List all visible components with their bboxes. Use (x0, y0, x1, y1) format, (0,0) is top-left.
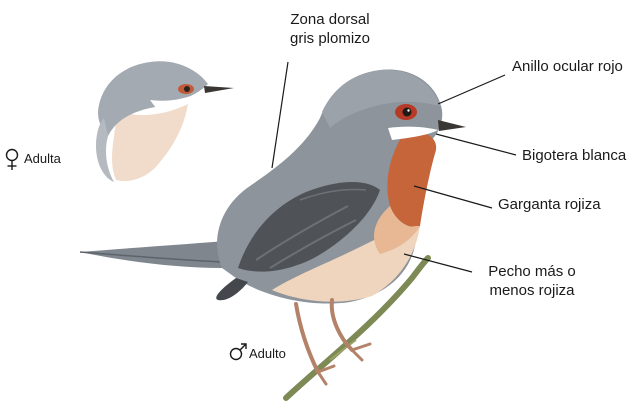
label-moustache: Bigotera blanca (522, 146, 626, 165)
female-symbol-icon (7, 150, 18, 171)
label-breast: Pecho más o menos rojiza (477, 262, 587, 300)
label-male: Adulto (249, 344, 286, 363)
leader-line-breast (404, 254, 472, 272)
leader-line-throat (414, 186, 492, 208)
label-moustache-text: Bigotera blanca (522, 147, 626, 164)
label-female-text: Adulta (24, 151, 61, 166)
label-throat-text: Garganta rojiza (498, 196, 601, 213)
male-symbol-icon (231, 344, 247, 360)
label-eye-ring-text: Anillo ocular rojo (512, 58, 623, 75)
leader-line-dorsal (272, 62, 288, 168)
label-dorsal-line-1: Zona dorsal (284, 10, 376, 29)
label-female: Adulta (24, 149, 61, 168)
female-bird-illustration (96, 61, 234, 182)
label-dorsal: Zona dorsal gris plomizo (284, 10, 376, 48)
label-male-text: Adulto (249, 346, 286, 361)
label-breast-line-1: Pecho más o (477, 262, 587, 281)
leader-line-eye-ring (438, 75, 505, 104)
label-breast-line-2: menos rojiza (477, 281, 587, 300)
leader-line-moustache (436, 134, 516, 155)
label-throat: Garganta rojiza (498, 195, 601, 214)
label-dorsal-line-2: gris plomizo (284, 29, 376, 48)
label-eye-ring: Anillo ocular rojo (512, 57, 623, 76)
